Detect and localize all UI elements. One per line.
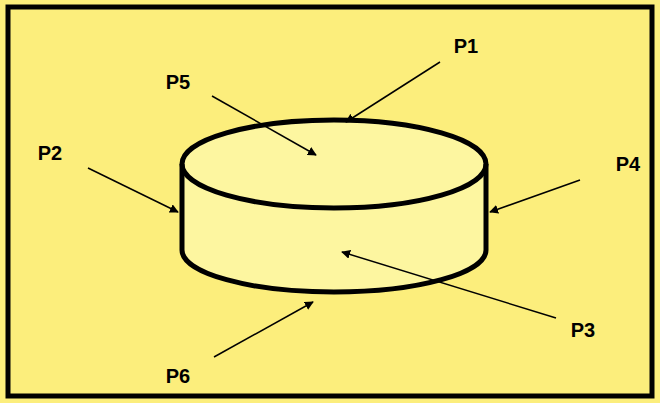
- leader-arrow: [212, 96, 316, 155]
- leader-arrow: [342, 252, 556, 318]
- leader-arrow: [88, 168, 178, 212]
- callout-label: P4: [616, 154, 640, 174]
- frame: [8, 7, 652, 396]
- callout-label: P2: [38, 143, 62, 163]
- callout-label: P5: [166, 72, 190, 92]
- leader-arrow: [214, 302, 313, 357]
- cylinder-top: [182, 120, 486, 208]
- callout-label: P3: [571, 320, 595, 340]
- callout-label: P6: [166, 366, 190, 386]
- leader-arrows: [88, 62, 580, 357]
- cylinder-edge: [180, 164, 185, 250]
- cylinder-bottom-edge: [182, 250, 486, 292]
- leader-arrow: [490, 180, 580, 212]
- cylinder-edge: [484, 164, 489, 250]
- leader-arrow: [346, 62, 440, 122]
- callout-label: P1: [454, 36, 478, 56]
